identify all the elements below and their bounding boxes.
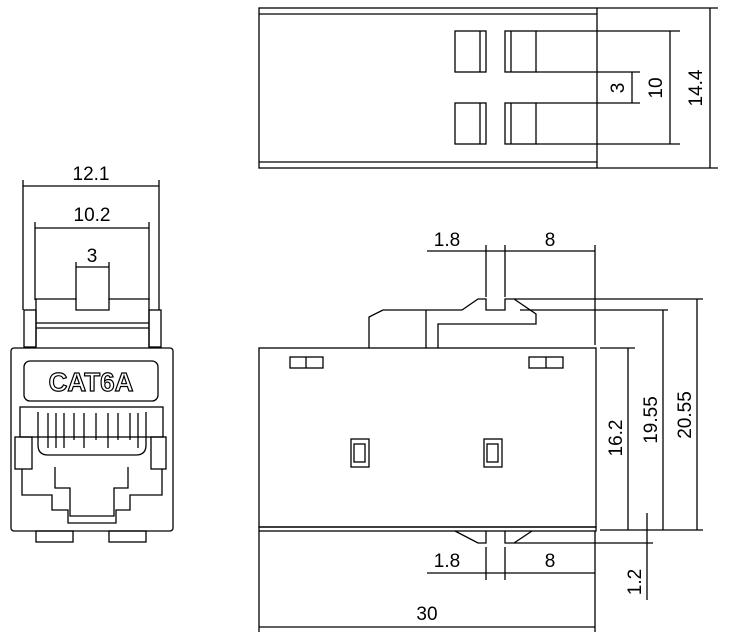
slot — [454, 102, 487, 145]
dim-12-1: 12.1 — [73, 164, 110, 185]
left-clip — [14, 436, 33, 470]
top-body — [258, 7, 598, 169]
side-latch — [368, 298, 537, 348]
dim-10-2: 10.2 — [74, 205, 111, 226]
front-body — [10, 347, 174, 532]
side-view: 1.8 8 1.8 8 16.2 19.55 20.55 1.2 30 — [258, 230, 703, 632]
dim-10: 10 — [646, 77, 667, 98]
dim-30: 30 — [416, 604, 437, 625]
side-window — [483, 438, 503, 468]
cat6a-label: CAT6A — [49, 367, 134, 397]
dim-16-2: 16.2 — [606, 420, 627, 457]
top-view: 3 10 14.4 — [258, 7, 718, 169]
dim-19-55: 19.55 — [641, 396, 662, 444]
dim-8-top: 8 — [545, 230, 556, 251]
front-view: CAT6A 12.1 10.2 3 — [10, 164, 174, 543]
slot — [504, 102, 537, 145]
front-foot-left — [35, 530, 74, 543]
slot — [504, 30, 537, 73]
dim-14-4: 14.4 — [686, 69, 707, 106]
bottom-latch — [454, 530, 533, 544]
slot — [454, 30, 487, 73]
right-wing — [148, 309, 162, 348]
dim-3-top: 3 — [608, 83, 629, 94]
left-wing — [23, 309, 37, 348]
front-latch — [35, 298, 150, 347]
jack-opening — [21, 469, 163, 524]
dim-3-front: 3 — [87, 246, 98, 267]
dim-1-8-top: 1.8 — [434, 230, 460, 251]
side-body — [258, 347, 597, 528]
dim-8-bottom: 8 — [545, 551, 556, 572]
dim-20-55: 20.55 — [675, 391, 696, 439]
side-window — [350, 438, 370, 468]
front-foot-right — [108, 530, 147, 543]
label-plate — [23, 360, 159, 402]
dim-1-8-bottom: 1.8 — [434, 551, 460, 572]
dim-1-2: 1.2 — [625, 569, 646, 595]
jack-top — [19, 406, 164, 438]
jack-contacts — [37, 412, 147, 456]
right-clip — [150, 436, 167, 470]
